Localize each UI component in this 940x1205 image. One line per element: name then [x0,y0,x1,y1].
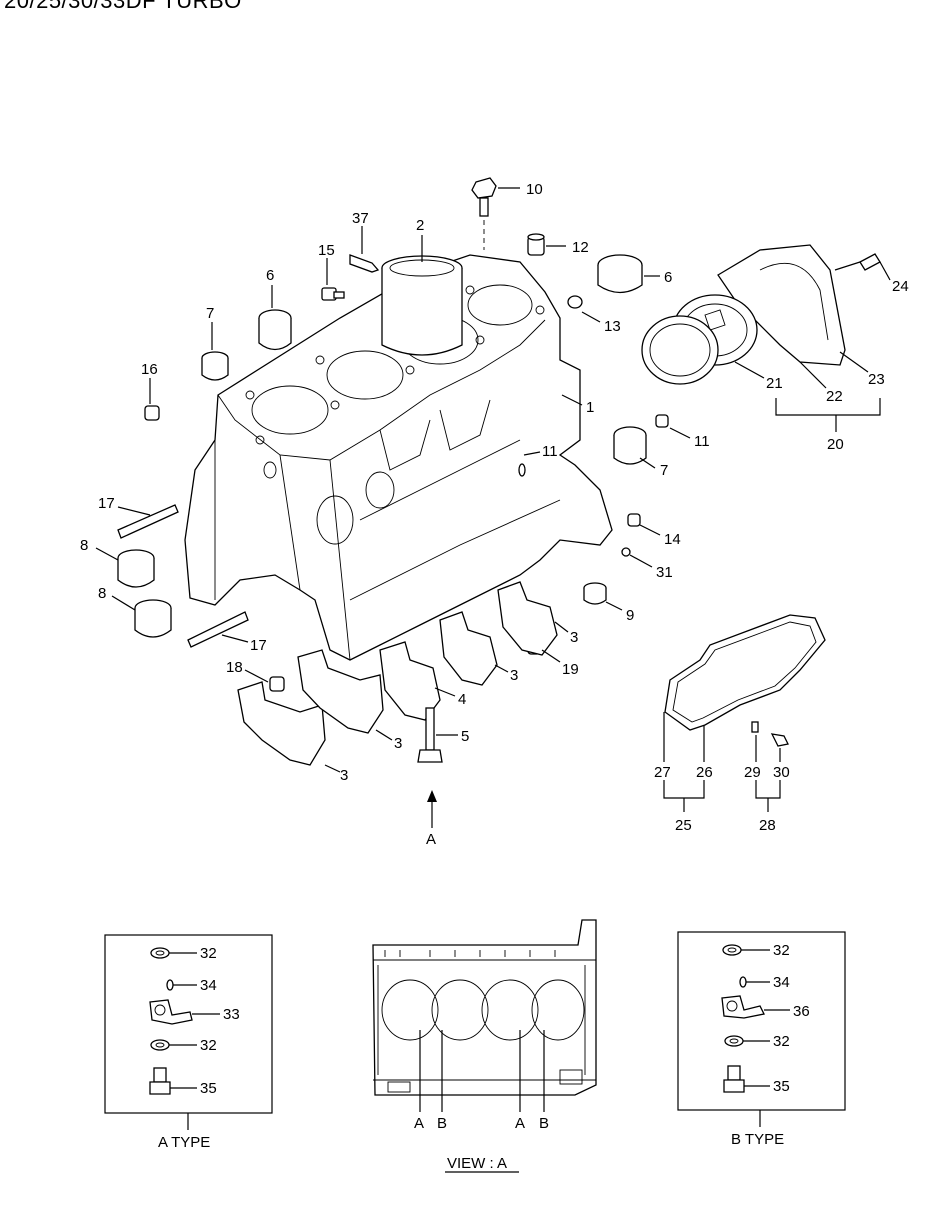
page-title: 20/25/30/33DF TURBO [4,0,242,13]
callout-22: 22 [826,388,843,405]
callout-28: 28 [759,817,776,834]
bearing-caps [237,581,558,766]
callout-11-right: 11 [694,433,710,450]
a-type-part-32-top: 32 [200,945,217,962]
view-a-panel: A B A B VIEW : A [372,919,597,1173]
callout-25: 25 [675,817,692,834]
a-type-panel: 32 34 33 32 35 A TYPE [104,934,273,1151]
a-type-part-33: 33 [223,1006,240,1023]
bushing-8-lower [134,599,172,638]
callout-31: 31 [656,564,673,581]
bushing-6-right [597,254,643,294]
callout-17-upper: 17 [98,495,115,512]
bushing-7-left [201,351,229,381]
b-type-part-32-top: 32 [773,942,790,959]
callout-12: 12 [572,239,589,256]
callout-10: 10 [526,181,543,198]
bushing-6-left [258,309,292,351]
callout-numbers: 10 2 12 37 15 6 7 16 13 6 1 11 7 11 14 3… [80,181,909,848]
view-marker-a-1: A [414,1115,424,1132]
callout-20: 20 [827,436,844,453]
b-type-panel: 32 34 36 32 35 B TYPE [677,931,846,1148]
callout-view-a: A [426,831,436,848]
callout-26: 26 [696,764,713,781]
a-type-part-35: 35 [200,1080,217,1097]
callout-6-right: 6 [664,269,672,286]
callout-11-center: 11 [542,443,558,460]
callout-3-b: 3 [510,667,518,684]
view-a-label: VIEW : A [447,1155,507,1172]
callout-9: 9 [626,607,634,624]
bushing-9 [583,582,607,605]
view-a-arrow [427,790,437,828]
callout-15: 15 [318,242,335,259]
callout-13: 13 [604,318,621,335]
callout-3-c: 3 [394,735,402,752]
callout-8-lower: 8 [98,585,106,602]
bushing-8-upper [117,549,155,588]
dowel-pin [527,233,545,256]
callout-3-a: 3 [570,629,578,646]
rear-seal-housing [641,244,881,385]
a-type-part-34: 34 [200,977,217,994]
callout-23: 23 [868,371,885,388]
callout-6-left: 6 [266,267,274,284]
callout-5: 5 [461,728,469,745]
callout-16: 16 [141,361,158,378]
b-type-part-32-bottom: 32 [773,1033,790,1050]
callout-14: 14 [664,531,681,548]
cylinder-liner [381,255,463,356]
view-marker-b-2: B [539,1115,549,1132]
plug-bolt [321,254,380,301]
callout-1: 1 [586,399,594,416]
plug [567,295,583,309]
callout-29: 29 [744,764,761,781]
b-type-part-35: 35 [773,1078,790,1095]
callout-19: 19 [562,661,579,678]
bushing-7-right [613,426,647,465]
callout-3-d: 3 [340,767,348,784]
callout-leaders [95,187,891,812]
a-type-label: A TYPE [158,1134,210,1151]
b-type-part-36: 36 [793,1003,810,1020]
b-type-part-34: 34 [773,974,790,991]
stud-17 [117,504,249,648]
main-bearing-bolt [417,707,443,763]
callout-27: 27 [654,764,671,781]
callout-17-lower: 17 [250,637,267,654]
callout-30: 30 [773,764,790,781]
callout-8-upper: 8 [80,537,88,554]
callout-37: 37 [352,210,369,227]
callout-18: 18 [226,659,243,676]
head-bolt [471,177,497,250]
oil-pan-gasket [664,614,826,747]
a-type-part-32-bottom: 32 [200,1037,217,1054]
b-type-label: B TYPE [731,1131,784,1148]
callout-7-left: 7 [206,305,214,322]
callout-24: 24 [892,278,909,295]
callout-7-right: 7 [660,462,668,479]
view-marker-b-1: B [437,1115,447,1132]
callout-4: 4 [458,691,466,708]
callout-2: 2 [416,217,424,234]
callout-21: 21 [766,375,783,392]
view-marker-a-2: A [515,1115,525,1132]
